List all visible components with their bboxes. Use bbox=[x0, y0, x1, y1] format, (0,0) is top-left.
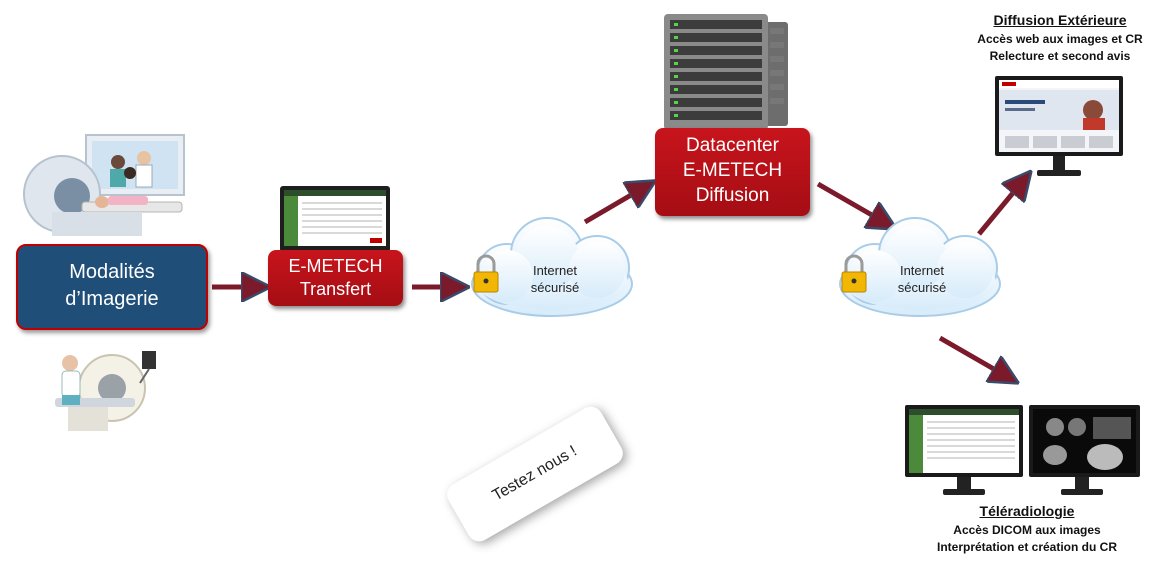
cloud-left bbox=[471, 217, 633, 317]
modalities-line1: Modalités bbox=[69, 261, 155, 283]
cloud-right-line2: sécurisé bbox=[897, 280, 947, 295]
datacenter-line3: Diffusion bbox=[695, 185, 770, 206]
modalities-box: Modalités d’Imagerie bbox=[16, 244, 208, 330]
teleradiology-title: Téléradiologie bbox=[979, 503, 1075, 519]
cloud-left-line1: Internet bbox=[532, 263, 578, 278]
teleradiology-line2: Interprétation et création du CR bbox=[936, 540, 1118, 554]
modalities-line2: d’Imagerie bbox=[65, 288, 159, 310]
lock-icon bbox=[473, 254, 499, 293]
arrow-cloud-diffusion bbox=[977, 182, 1022, 236]
cloud-right-line1: Internet bbox=[899, 263, 945, 278]
teleradiology-line1: Accès DICOM aux images bbox=[953, 523, 1101, 537]
transfer-line1: E-METECH bbox=[288, 256, 383, 276]
arrow-cloud-datacenter bbox=[583, 188, 643, 225]
transfer-line2: Transfert bbox=[299, 279, 372, 299]
datacenter-line2: E-METECH bbox=[682, 160, 783, 181]
diffusion-label-group: Diffusion Extérieure Accès web aux image… bbox=[955, 12, 1165, 65]
web-access-monitor bbox=[995, 76, 1123, 176]
cloud-left-line2: sécurisé bbox=[530, 280, 580, 295]
diffusion-line1: Accès web aux images et CR bbox=[977, 32, 1143, 46]
cloud-right-label: Internet sécurisé bbox=[882, 262, 962, 296]
monitor-screen bbox=[92, 141, 178, 189]
cloud-left-label: Internet sécurisé bbox=[515, 262, 595, 296]
datacenter-line1: Datacenter bbox=[686, 135, 779, 156]
arrow-cloud-teleradiology bbox=[938, 335, 1006, 376]
arrow-datacenter-cloud bbox=[816, 181, 884, 222]
lock-icon bbox=[841, 254, 867, 293]
ct-scanner-illustration bbox=[55, 351, 156, 431]
mri-telemedicine-illustration bbox=[23, 134, 185, 236]
teleradiology-monitors bbox=[905, 405, 1140, 495]
diffusion-title: Diffusion Extérieure bbox=[993, 12, 1127, 28]
transfer-box: E-METECH Transfert bbox=[268, 250, 403, 306]
datacenter-box: Datacenter E-METECH Diffusion bbox=[655, 128, 810, 216]
diffusion-line2: Relecture et second avis bbox=[989, 49, 1131, 63]
teleradiology-label-group: Téléradiologie Accès DICOM aux images In… bbox=[912, 503, 1142, 556]
cloud-right bbox=[839, 217, 1001, 317]
server-rack-icon bbox=[664, 14, 788, 130]
transfer-laptop bbox=[280, 186, 390, 252]
